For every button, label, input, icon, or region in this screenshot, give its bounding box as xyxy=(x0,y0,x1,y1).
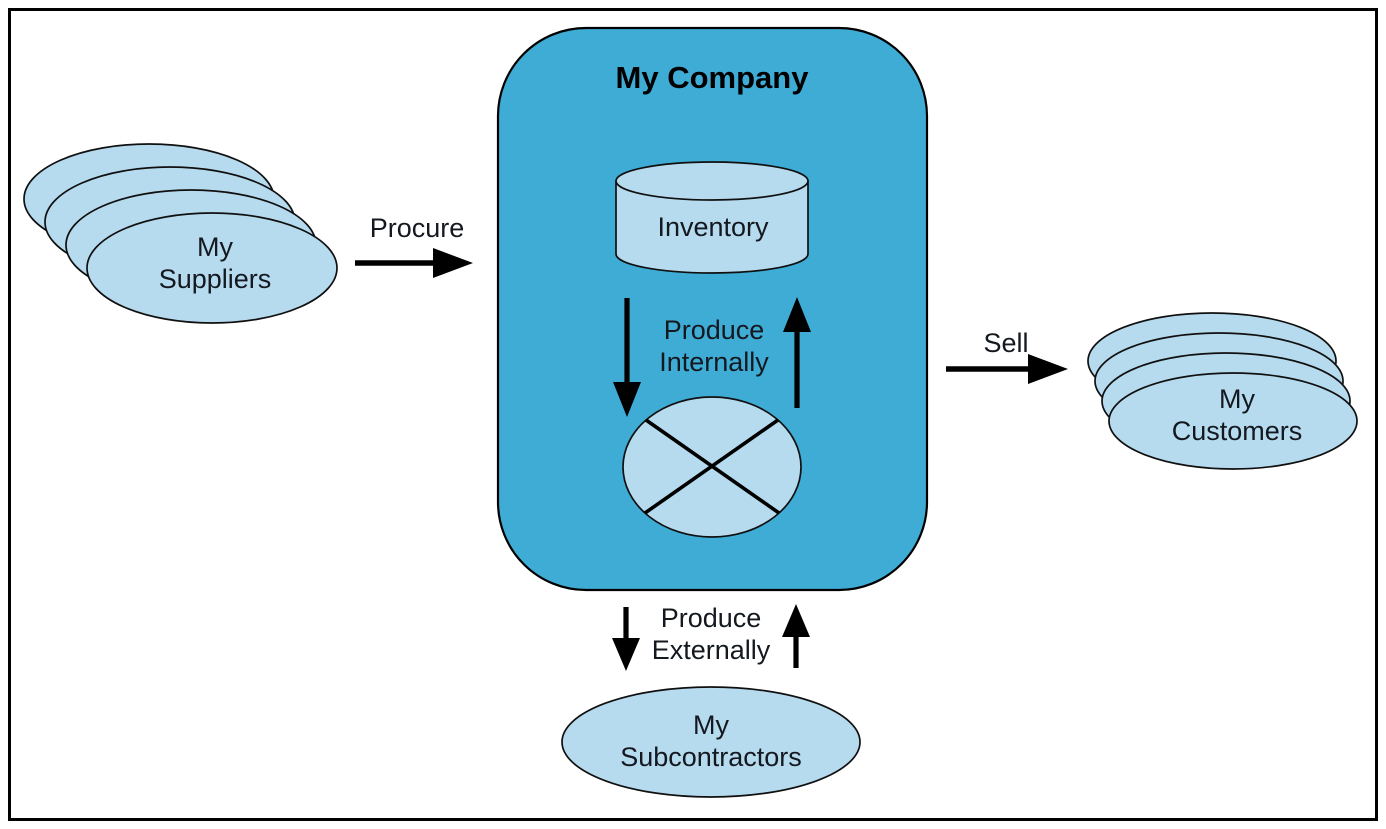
production-resource-icon xyxy=(622,396,802,538)
procure-label: Procure xyxy=(369,213,465,244)
produce-externally-down-arrow xyxy=(612,607,640,671)
arrow-head xyxy=(1028,354,1068,384)
inventory-cylinder-icon xyxy=(615,161,809,274)
produce-externally-label: Produce Externally xyxy=(651,603,771,665)
customers-stack xyxy=(1087,312,1358,470)
supplier-ellipse-front xyxy=(86,212,338,324)
produce-internally-down-arrow xyxy=(613,298,641,417)
produce-externally-up-arrow xyxy=(782,604,810,668)
customer-ellipse-front xyxy=(1108,372,1358,470)
arrow-head xyxy=(613,382,641,417)
subcontractors-label: My Subcontractors xyxy=(620,710,802,772)
customers-label: My Customers xyxy=(1171,384,1303,446)
company-title: My Company xyxy=(615,60,809,95)
sell-arrow xyxy=(946,354,1068,384)
subcontractors-ellipse xyxy=(561,686,861,798)
inventory-cylinder-body xyxy=(615,180,809,274)
arrow-head xyxy=(612,638,640,671)
produce-internally-label: Produce Internally xyxy=(659,315,769,377)
inventory-cylinder-top xyxy=(615,161,809,201)
produce-internally-up-arrow xyxy=(783,297,811,408)
suppliers-label: My Suppliers xyxy=(158,232,272,294)
inventory-label: Inventory xyxy=(657,212,769,243)
arrow-head xyxy=(433,248,473,278)
procure-arrow xyxy=(355,248,473,278)
arrow-head xyxy=(783,297,811,332)
suppliers-stack xyxy=(23,143,338,324)
sell-label: Sell xyxy=(983,328,1029,359)
arrow-head xyxy=(782,604,810,637)
production-x-line-2 xyxy=(643,418,780,515)
company-box xyxy=(496,26,929,592)
